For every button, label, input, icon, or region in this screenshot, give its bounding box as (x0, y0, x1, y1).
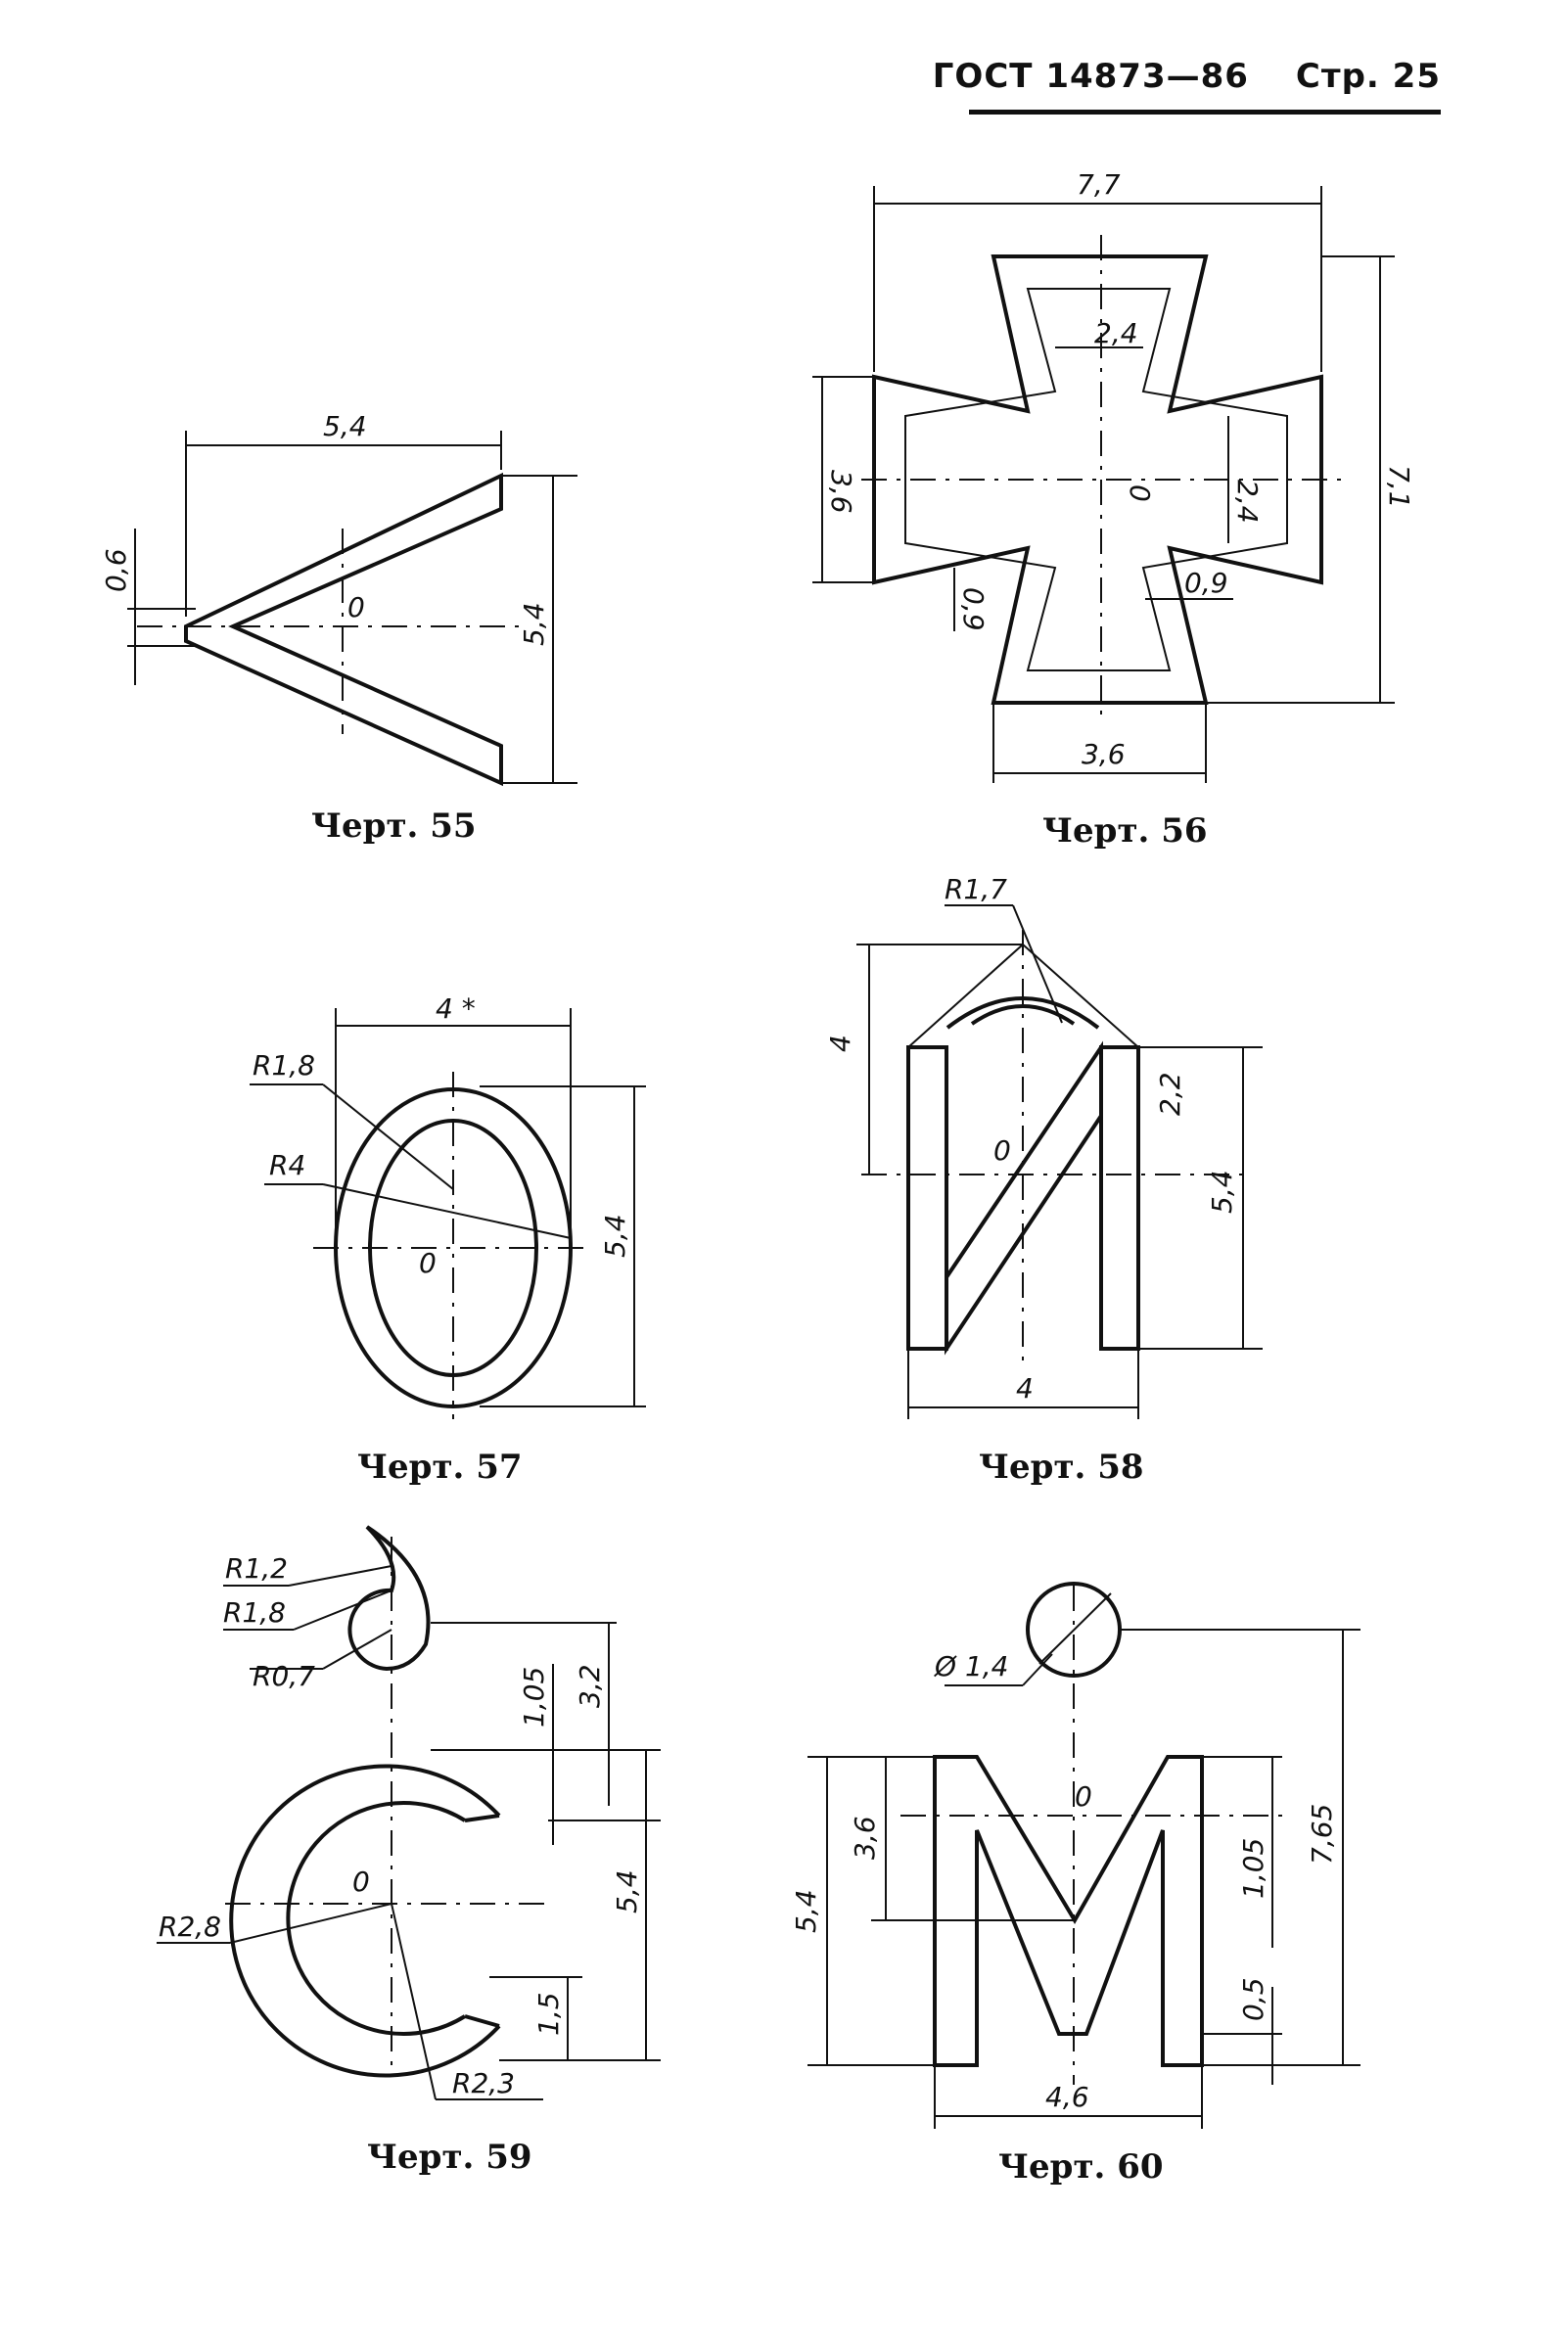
fig60-origin: 0 (1075, 1780, 1092, 1813)
fig56-dim-left: 3,6 (825, 470, 857, 514)
header-underline (969, 110, 1441, 115)
fig55-origin: 0 (347, 591, 365, 623)
fig56-dim-bottom: 3,6 (1082, 738, 1126, 770)
fig56-caption: Черт. 56 (1042, 811, 1208, 851)
fig56-dim-gap-left: 0,9 (957, 587, 990, 631)
fig57-caption: Черт. 57 (357, 1448, 523, 1487)
page-header: ГОСТ 14873—86 Стр. 25 (933, 57, 1441, 96)
fig56-dim-height: 7,1 (1383, 465, 1415, 509)
page-number: Стр. 25 (1295, 57, 1441, 96)
fig60-dim-height: 5,4 (790, 1889, 822, 1933)
fig55-dim-thickness: 0,6 (100, 548, 132, 592)
figure-58: R1,7 4 0 2,2 5,4 4 Черт. 58 (824, 873, 1263, 1487)
fig59-dim-r18: R1,8 (223, 1596, 286, 1629)
fig58-dim-upper: 2,2 (1154, 1072, 1186, 1116)
fig59-caption: Черт. 59 (367, 2138, 532, 2177)
fig58-caption: Черт. 58 (979, 1448, 1144, 1487)
figure-56: 7,7 2,4 3,6 0 2,4 7,1 0,9 0,9 (812, 168, 1415, 851)
fig60-dim-width: 4,6 (1045, 2081, 1089, 2113)
fig58-dim-height: 5,4 (1206, 1170, 1238, 1214)
fig57-dim-height: 5,4 (599, 1214, 631, 1258)
fig56-origin: 0 (1124, 484, 1156, 502)
fig58-right-stem (1099, 1045, 1140, 1351)
fig60-dim-05: 0,5 (1237, 1977, 1269, 2021)
fig58-left-stem (906, 1045, 948, 1351)
fig58-breve-inner (970, 1004, 1076, 1026)
fig60-dot (1026, 1582, 1122, 1678)
fig58-dim-width: 4 (1016, 1372, 1034, 1405)
fig59-dim-r23: R2,3 (452, 2067, 515, 2099)
fig59-dim-r12: R1,2 (225, 1552, 288, 1585)
figure-57: 4 * R1,8 R4 0 5,4 Черт. 57 (250, 992, 646, 1487)
fig59-c-outer (229, 1764, 501, 2078)
fig57-dim-r-inner: R1,8 (253, 1049, 315, 1082)
fig60-m-outline (933, 1755, 1204, 2067)
fig56-dim-width: 7,7 (1077, 168, 1121, 201)
fig59-dim-105: 1,05 (518, 1667, 550, 1728)
fig57-origin: 0 (419, 1247, 437, 1279)
fig60-caption: Черт. 60 (998, 2147, 1164, 2187)
fig55-dim-height: 5,4 (518, 602, 550, 646)
fig55-dim-width: 5,4 (323, 410, 367, 442)
fig59-c-inner (286, 1801, 467, 2036)
fig58-diagonal (945, 1040, 1103, 1356)
fig57-dim-r-outer: R4 (269, 1149, 305, 1181)
fig60-dim-105: 1,05 (1237, 1838, 1269, 1899)
fig59-dim-32: 3,2 (574, 1664, 606, 1708)
fig59-dim-r07: R0,7 (253, 1660, 315, 1692)
figure-59: R1,2 R1,8 R0,7 1,05 3,2 0 5,4 R2 (157, 1525, 661, 2177)
fig55-outline (184, 472, 503, 787)
fig58-origin: 0 (993, 1134, 1011, 1167)
fig56-dim-inner-top: 2,4 (1094, 317, 1138, 349)
fig60-dim-765: 7,65 (1306, 1804, 1338, 1865)
fig59-dim-15: 1,5 (532, 1992, 565, 2036)
fig59-dim-54: 5,4 (611, 1869, 643, 1913)
fig56-dim-gap-right: 0,9 (1184, 567, 1228, 599)
fig58-dim-radius: R1,7 (945, 873, 1007, 905)
fig57-dim-width: 4 * (436, 992, 476, 1025)
figure-60: Ø 1,4 0 5,4 3,6 1,05 7,65 (790, 1582, 1360, 2187)
standard-number: ГОСТ 14873—86 (932, 57, 1249, 96)
fig60-dim-36: 3,6 (849, 1816, 881, 1860)
fig56-dim-right-inner: 2,4 (1231, 480, 1264, 524)
fig60-dim-diameter: Ø 1,4 (934, 1650, 1008, 1682)
fig58-dim-left: 4 (824, 1035, 856, 1052)
fig56-inner-outline (904, 288, 1288, 671)
fig55-caption: Черт. 55 (311, 806, 477, 846)
fig59-origin: 0 (352, 1866, 370, 1898)
figure-55: 5,4 0,6 0 5,4 Черт. 55 (100, 410, 577, 846)
fig59-dim-r28: R2,8 (159, 1911, 221, 1943)
